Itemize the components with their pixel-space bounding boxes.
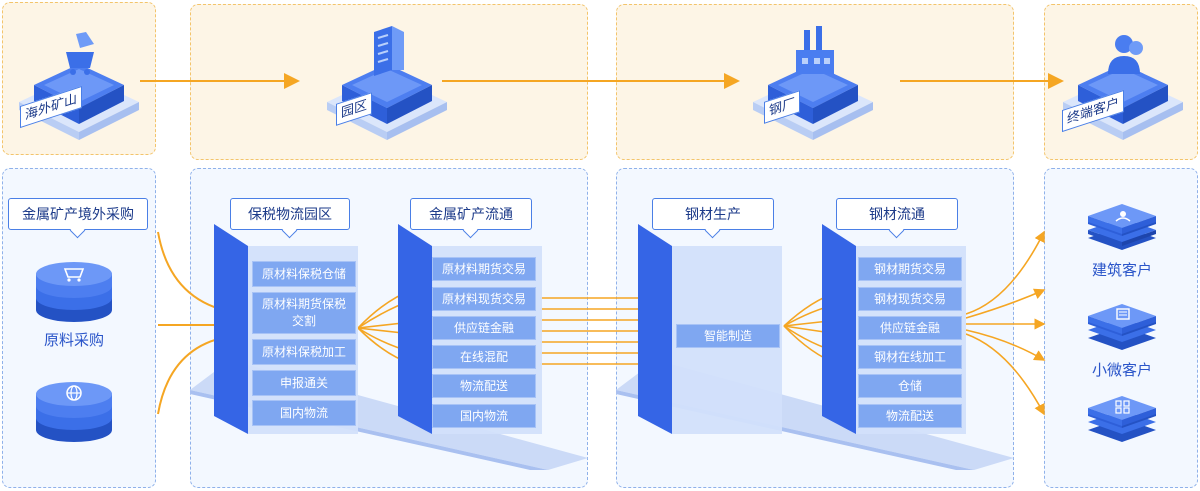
top-flow-arrows xyxy=(140,73,1064,89)
circulation-item: 原材料期货交易 xyxy=(432,257,536,281)
steel-circ-title: 钢材流通 xyxy=(836,198,958,230)
circulation-item: 供应链金融 xyxy=(432,316,536,340)
bonded-item: 原材料保税加工 xyxy=(252,339,356,365)
bonded-title: 保税物流园区 xyxy=(230,198,350,230)
bonded-item: 申报通关 xyxy=(252,370,356,396)
customer-stack-construction xyxy=(1088,204,1156,250)
cart-icon xyxy=(63,268,85,282)
steel-circ-item: 仓储 xyxy=(858,374,962,398)
construction-customer-label: 建筑客户 xyxy=(1091,261,1152,279)
procurement-title: 金属矿产境外采购 xyxy=(8,198,148,230)
steel-circ-item: 钢材在线加工 xyxy=(858,345,962,369)
globe-icon xyxy=(66,385,82,401)
building-icon xyxy=(374,26,404,76)
circulation-item: 物流配送 xyxy=(432,374,536,398)
bonded-item: 原材料保税仓储 xyxy=(252,261,356,287)
person-card-icon xyxy=(1115,211,1131,222)
circulation-title: 金属矿产流通 xyxy=(410,198,532,230)
steel-circ-item: 钢材现货交易 xyxy=(858,287,962,311)
document-icon xyxy=(1116,308,1130,320)
db-stack-globe xyxy=(36,382,112,442)
bonded-item: 国内物流 xyxy=(252,400,356,426)
small-micro-customer-label: 小微客户 xyxy=(1091,361,1152,379)
production-item: 智能制造 xyxy=(676,324,780,348)
circulation-item: 在线混配 xyxy=(432,345,536,369)
customer-stack-other xyxy=(1088,396,1156,442)
db-stack-cart xyxy=(36,262,112,322)
raw-purchase-label: 原料采购 xyxy=(43,331,104,349)
cart-icon xyxy=(66,32,94,75)
steel-circ-item: 物流配送 xyxy=(858,404,962,428)
production-title: 钢材生产 xyxy=(652,198,774,230)
customer-stack-small-micro xyxy=(1088,304,1156,350)
bonded-item: 原材料期货保税交割 xyxy=(252,292,356,334)
grid-icon xyxy=(1115,400,1130,414)
circulation-item: 原材料现货交易 xyxy=(432,287,536,311)
user-icon xyxy=(1108,35,1143,74)
steel-circ-item: 供应链金融 xyxy=(858,316,962,340)
circulation-item: 国内物流 xyxy=(432,404,536,428)
factory-icon xyxy=(796,26,834,74)
steel-circ-item: 钢材期货交易 xyxy=(858,257,962,281)
